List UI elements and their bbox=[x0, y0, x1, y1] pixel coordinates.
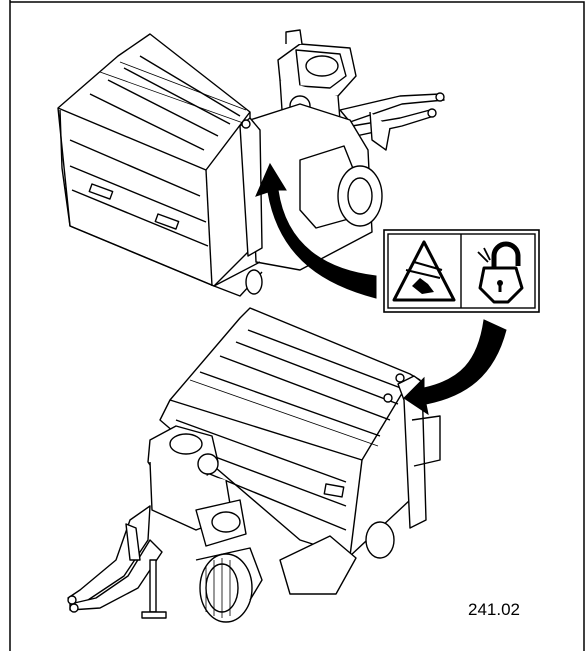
figure-number: 241.02 bbox=[468, 600, 520, 619]
bottom-tow-bar bbox=[67, 505, 167, 619]
arrow-to-bottom-machine bbox=[403, 319, 507, 416]
top-hopper bbox=[57, 33, 251, 287]
page-border bbox=[9, 0, 585, 651]
bottom-machine bbox=[67, 307, 441, 623]
safety-decal bbox=[383, 229, 540, 313]
padlock-open-icon bbox=[477, 241, 524, 304]
top-machine bbox=[57, 29, 445, 297]
arrow-to-top-machine bbox=[255, 162, 377, 299]
crush-hazard-triangle-icon bbox=[392, 240, 456, 302]
bottom-engine bbox=[147, 425, 247, 547]
